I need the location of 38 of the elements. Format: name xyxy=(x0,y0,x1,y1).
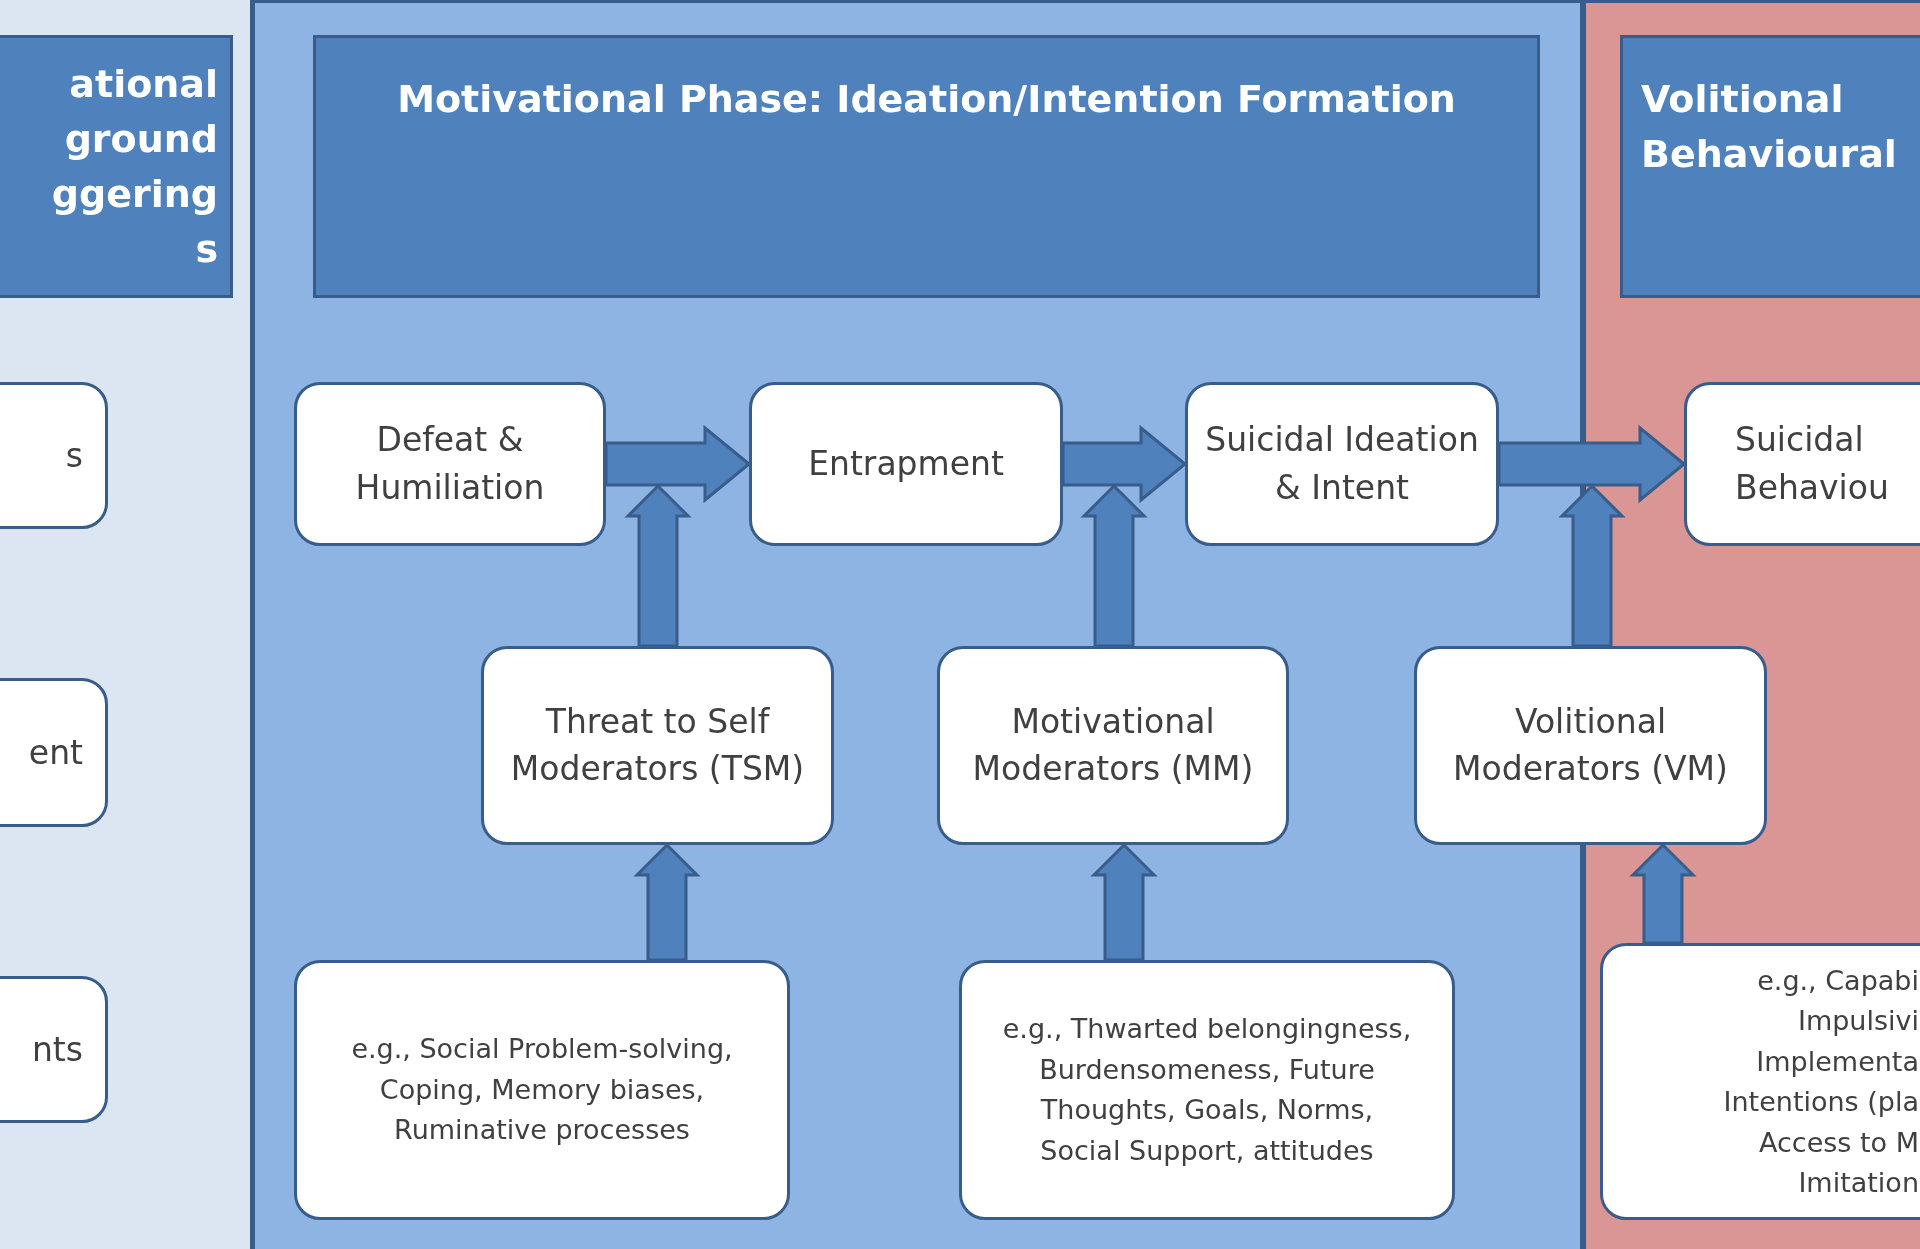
process-box xyxy=(1684,382,1920,546)
block-arrow xyxy=(604,424,752,504)
process-box xyxy=(749,382,1063,546)
block-arrow xyxy=(1629,842,1697,945)
block-arrow xyxy=(633,842,701,962)
header-box xyxy=(0,35,233,298)
phase-heading: ational ground ggering s xyxy=(50,60,218,273)
process-box xyxy=(294,382,606,546)
example-box xyxy=(1600,943,1920,1220)
node-text: e.g., Social Problem-solving, Coping, Memory biases, Ruminative processes xyxy=(350,1032,734,1148)
phase-heading: Motivational Phase: Ideation/Intention Formation xyxy=(396,76,1457,123)
node-text: Volitional Moderators (VM) xyxy=(1452,700,1729,791)
node-text: Entrapment xyxy=(807,443,1005,486)
node-text: Defeat & Humiliation xyxy=(354,419,546,509)
example-box xyxy=(959,960,1455,1220)
node-text: Suicidal Ideation & Intent xyxy=(1204,419,1480,509)
phase-heading: Volitional Behavioural xyxy=(1641,76,1898,179)
block-arrow xyxy=(1558,483,1626,648)
block-arrow xyxy=(1080,483,1148,648)
moderator-box xyxy=(937,646,1289,845)
node-text: Motivational Moderators (MM) xyxy=(971,700,1255,791)
example-box xyxy=(294,960,790,1220)
node-text: nts xyxy=(31,1028,83,1071)
moderator-box xyxy=(481,646,834,845)
process-box xyxy=(1185,382,1499,546)
header-box xyxy=(313,35,1540,298)
node-text: ent xyxy=(28,731,83,774)
node-text: e.g., Capabi Impulsivi Implementa Intentions (pla Access to M Imitation xyxy=(1722,963,1919,1200)
header-box xyxy=(1620,35,1920,298)
node-text: Threat to Self Moderators (TSM) xyxy=(509,700,806,791)
block-arrow xyxy=(624,483,692,648)
moderator-box xyxy=(1414,646,1767,845)
block-arrow xyxy=(1090,842,1158,962)
node-text: e.g., Thwarted belongingness, Burdensomeness, Future Thoughts, Goals, Norms, Social Support, attitudes xyxy=(1002,1012,1412,1168)
node-text: Suicidal Behaviou xyxy=(1735,419,1890,509)
block-arrow xyxy=(1497,424,1687,504)
node-text: s xyxy=(65,434,83,477)
block-arrow xyxy=(1061,424,1188,504)
